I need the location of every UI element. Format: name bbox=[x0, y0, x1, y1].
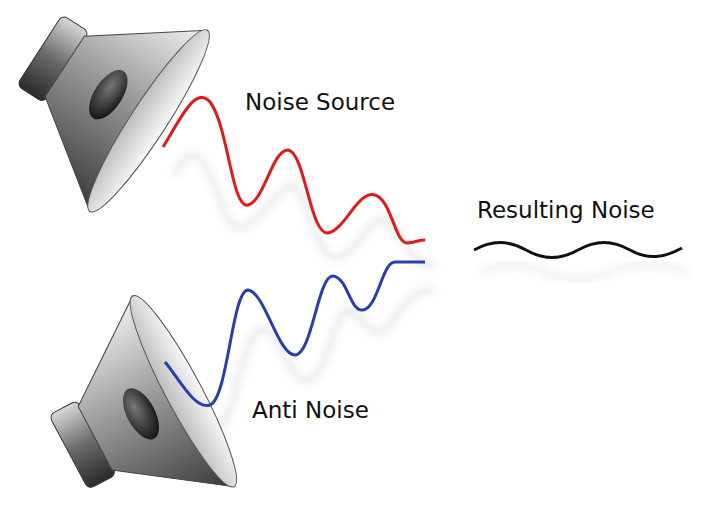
source-label: Noise Source bbox=[245, 89, 395, 117]
noise-speaker bbox=[0, 0, 222, 221]
anti-noise-wave bbox=[165, 262, 425, 406]
resulting-wave bbox=[474, 243, 682, 258]
wave-shadow bbox=[175, 155, 435, 265]
noise-wave bbox=[163, 98, 425, 244]
result-label: Resulting Noise bbox=[477, 197, 655, 225]
anti-noise-speaker bbox=[18, 287, 250, 505]
anti-noise-label: Anti Noise bbox=[252, 397, 369, 425]
wave-shadow bbox=[480, 265, 688, 280]
